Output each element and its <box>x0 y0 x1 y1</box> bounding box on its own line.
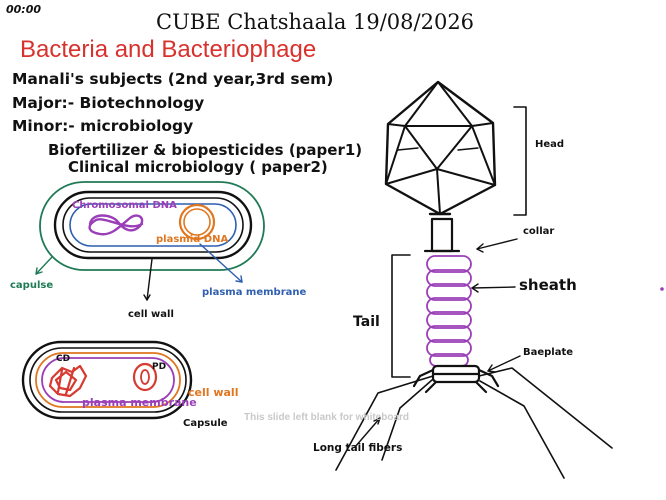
whiteboard-watermark: This slide left blank for whiteboard <box>244 412 410 423</box>
phage-baseplate <box>412 364 500 394</box>
label-plasma-membrane: plasma membrane <box>202 287 307 298</box>
label-collar: collar <box>523 226 555 237</box>
capsule-inner-outline <box>29 347 187 413</box>
cell-wall-pointer-head <box>143 294 151 301</box>
label-baseplate: Baeplate <box>523 347 574 358</box>
notes-subjects: Manali's subjects (2nd year,3rd sem) <box>12 70 334 88</box>
tail-bracket <box>391 254 411 378</box>
cell-wall-outline <box>35 352 181 408</box>
plasma-membrane-outline <box>41 357 175 403</box>
label-capsule: capulse <box>10 280 54 291</box>
label-head: Head <box>535 139 565 150</box>
phage-tail-sheath <box>426 255 472 367</box>
label-plasma-membrane-2: plasma membrane <box>82 396 197 409</box>
label-chromosomal-dna: Chromosomal DNA <box>72 200 177 211</box>
capsule-pointer-head <box>35 267 43 275</box>
notes-paper2: Clinical microbiology ( paper2) <box>68 158 328 176</box>
bacteriophage-diagram <box>335 80 613 479</box>
chromosomal-dna-coil <box>88 214 144 236</box>
cell-wall-inner <box>62 197 244 253</box>
plasmid-inner-ring <box>183 208 211 236</box>
capsule-layer <box>39 181 265 271</box>
plasmid-outer-ring <box>178 203 216 241</box>
cell-wall-layer <box>53 190 253 260</box>
label-plasmid-dna: plasmid DNA <box>156 234 229 245</box>
notes-major: Major:- Biotechnology <box>12 94 205 112</box>
notes-paper1: Biofertilizer & biopesticides (paper1) <box>48 141 363 159</box>
label-sheath: sheath <box>519 276 577 294</box>
cell-wall-pointer <box>146 258 153 301</box>
head-bracket <box>513 106 527 216</box>
label-cell-wall: cell wall <box>128 309 174 320</box>
label-cd: CD <box>56 354 71 364</box>
bacterium-diagram-top <box>35 181 265 301</box>
plasmid-dna-core <box>140 369 150 385</box>
label-pd: PD <box>152 362 167 372</box>
label-tail: Tail <box>353 314 380 330</box>
slide-title: CUBE Chatshaala 19/08/2026 <box>156 10 475 34</box>
capsule-pointer <box>35 256 53 275</box>
notes-minor: Minor:- microbiology <box>12 117 194 135</box>
membrane-pointer-head <box>235 275 243 283</box>
label-tail-fibers: Long tail fibers <box>313 442 403 454</box>
session-timer: 00:00 <box>6 3 42 16</box>
plasma-membrane-layer <box>69 203 237 247</box>
annotation-arrows <box>354 238 521 448</box>
plasmid-dna-ring <box>132 362 158 392</box>
stray-dot <box>660 287 664 291</box>
phage-head-capsid <box>384 80 497 216</box>
label-capsule-2: Capsule <box>183 418 228 429</box>
bacterium-diagram-bottom <box>21 340 193 420</box>
phage-tail-fibers <box>335 367 613 479</box>
capsule-outline <box>21 340 193 420</box>
membrane-pointer <box>199 243 243 283</box>
phage-collar <box>430 217 454 253</box>
slide-subtitle: Bacteria and Bacteriophage <box>20 36 317 63</box>
chromosomal-dna-scribble <box>48 364 88 398</box>
label-cell-wall-2: cell wall <box>188 386 239 399</box>
